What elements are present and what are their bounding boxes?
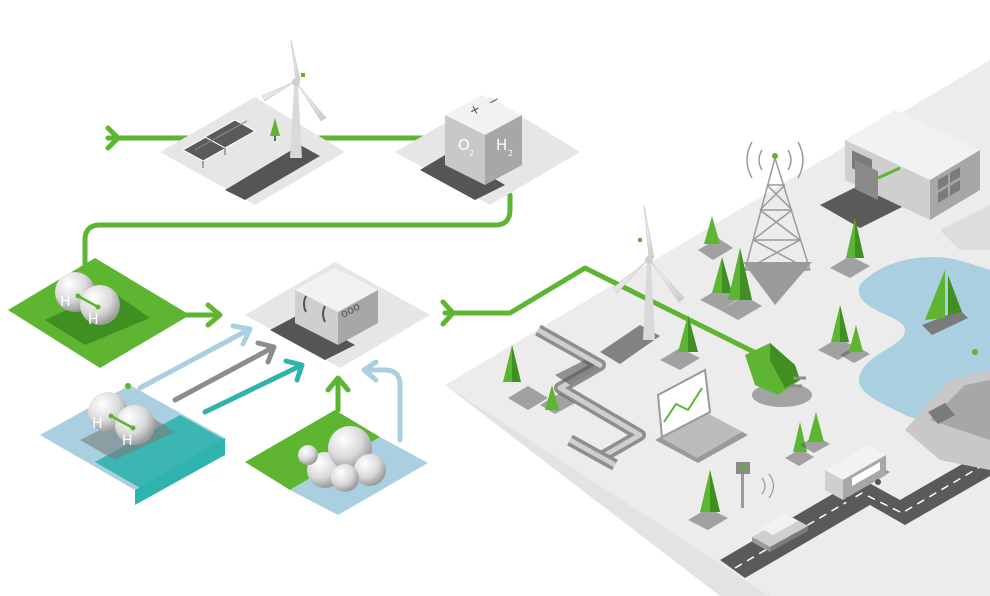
tree-icon (660, 315, 700, 370)
blue-curve-arrow (365, 367, 403, 443)
fuelcell-arrow-icon (205, 302, 223, 328)
tree-icon (720, 248, 762, 320)
teal-arrowhead-icon (283, 358, 305, 383)
bio-hydrogen-tile (245, 410, 428, 515)
tree-icon (540, 385, 575, 414)
fuel-cell-box (295, 268, 378, 345)
blue-hydrogen-tile: H H (40, 383, 225, 505)
input-arrows (137, 323, 403, 443)
tree-icon (503, 345, 548, 410)
hydrogen-molecule-icon: H H (55, 272, 120, 328)
green-up-arrowhead-icon (325, 375, 351, 393)
solar-wind-tile (160, 39, 345, 205)
tree-icon (818, 305, 858, 360)
wind-turbine-icon (261, 39, 327, 158)
atom-a-label: H (60, 294, 71, 310)
car-icon (752, 514, 808, 552)
teal-tile-front (95, 415, 225, 488)
atom-b2-label: H (122, 433, 133, 449)
gray-arrowhead-icon (255, 340, 277, 365)
window-grid-icon (938, 167, 960, 203)
green-hydrogen-tile: H H (8, 258, 190, 368)
hydrogen-subscript: 2 (508, 149, 513, 158)
electrolyzer-tile: + − O 2 H 2 (395, 92, 580, 205)
hydrogen-molecule-2-icon: H H (88, 383, 155, 449)
electrolyzer-cube (445, 95, 522, 185)
gray-arrow (172, 345, 275, 403)
hydrogen-label: H (496, 136, 507, 154)
laptop-icon (655, 368, 748, 463)
input-line-tail-icon (105, 125, 121, 151)
factory-building-icon (820, 110, 980, 228)
charging-post-icon (736, 462, 775, 508)
oxygen-label: O (458, 136, 470, 154)
line-arrow-markers (105, 125, 456, 328)
city-line-tail-icon (440, 299, 456, 327)
city-ground-lower (445, 385, 770, 596)
fuel-cell-tile: ooo (245, 262, 430, 368)
molecule-cluster-icon (298, 426, 386, 492)
trees (503, 216, 870, 530)
tree-icon (800, 412, 830, 453)
solar-panel-icon (181, 119, 257, 168)
oxygen-subscript: 2 (469, 149, 474, 158)
rock-island-icon (905, 349, 990, 470)
tree-icon (688, 470, 728, 530)
road (720, 448, 990, 578)
city-wind-turbine-icon (600, 204, 685, 364)
light-blue-arrow (137, 327, 251, 391)
pipeline-shadow (555, 360, 600, 385)
chart-line-icon (663, 387, 703, 423)
panel-shadow (225, 145, 320, 200)
teal-arrow (202, 363, 303, 415)
radio-tower-icon (743, 141, 812, 305)
camper-van-icon (825, 445, 890, 503)
tree-icon (840, 325, 870, 363)
electrolyzer-to-storage-line (82, 192, 513, 273)
light-blue-arrowhead-icon (230, 323, 253, 347)
city-elements (503, 110, 990, 552)
tower-beacon-icon (772, 153, 778, 159)
atom-b-label: H (88, 312, 99, 328)
side-building (940, 205, 990, 250)
bracket-left-icon (303, 295, 307, 313)
teal-tile-strip (135, 438, 225, 505)
fuelcell-shadow (270, 314, 355, 360)
tree-icon (830, 218, 870, 278)
tree-icon (698, 216, 733, 260)
pipeline-icon (535, 324, 646, 471)
power-plug-icon (745, 343, 812, 407)
sailboat-icon (922, 270, 968, 335)
bracket-right-icon (322, 305, 326, 323)
fuelcell-to-city-line (442, 265, 763, 358)
blue-curve-arrowhead-icon (361, 359, 379, 383)
small-tree-icon (270, 118, 280, 141)
atom-a2-label: H (92, 416, 103, 432)
electrolyzer-shadow (420, 152, 505, 200)
